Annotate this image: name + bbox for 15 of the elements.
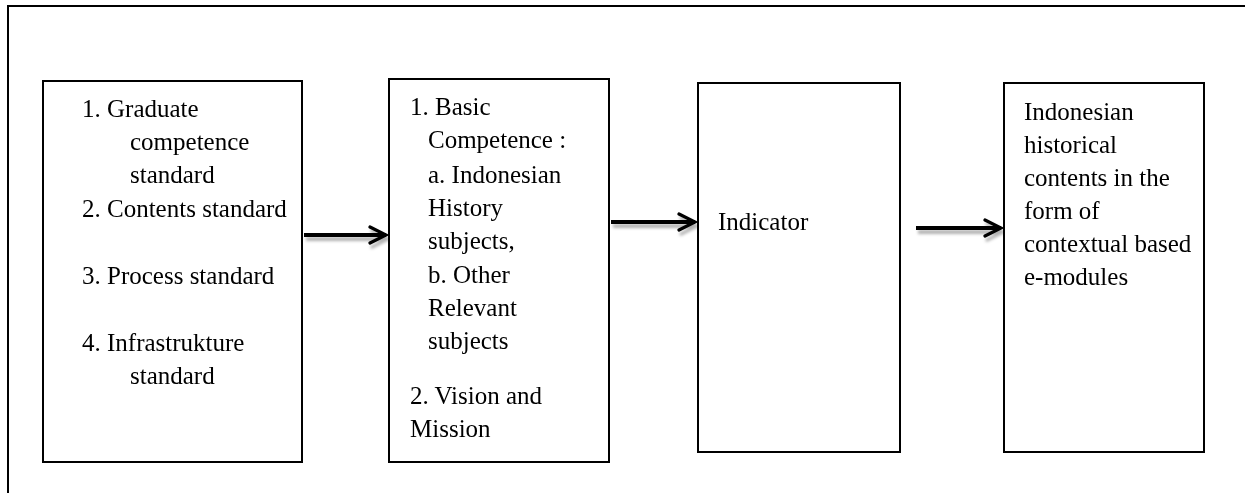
process-box	[42, 80, 303, 463]
arrow	[304, 225, 388, 245]
list-item: b. Other Relevant subjects	[428, 260, 518, 356]
node-text: Indicator	[718, 207, 810, 237]
process-box	[388, 78, 610, 463]
list-item: 1. Basic Competence :	[410, 92, 568, 155]
arrow	[916, 218, 1003, 238]
node-text: Indonesian historical contents in the form of contextual based e-modules	[1024, 97, 1192, 292]
list-item: 3. Process standard	[82, 261, 276, 291]
process-box	[1003, 82, 1205, 453]
list-item: 2. Contents standard	[82, 194, 288, 224]
process-box	[697, 82, 901, 453]
arrow	[611, 212, 697, 232]
list-item: 4. Infrastrukture standard	[82, 328, 246, 391]
list-item: 2. Vision and Mission	[410, 381, 544, 444]
